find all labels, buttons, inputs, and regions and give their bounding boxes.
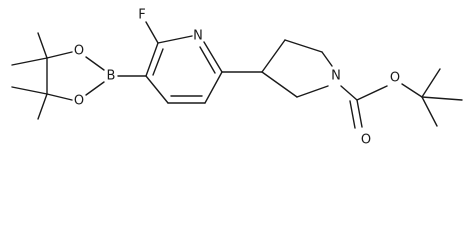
dioxaborolane-oxygen-bottom-label: O [74, 94, 84, 109]
pyridine-nitrogen-label: N [193, 29, 203, 44]
pyrrolidine-ring [261, 39, 333, 98]
chemical-structure-diagram: F N B O O N O O [11, 8, 463, 148]
dioxaborolane-ring [46, 51, 105, 101]
ester-oxygen-label: O [390, 71, 400, 86]
boc-group [340, 68, 463, 129]
fluorine-atom-label: F [138, 8, 145, 23]
carbonyl-oxygen-label: O [361, 133, 371, 148]
boron-atom-label: B [107, 69, 116, 84]
molecule-drawing: F N B O O N O O [11, 8, 463, 148]
dioxaborolane-oxygen-top-label: O [74, 44, 84, 59]
pyridine-ring [145, 35, 223, 104]
c-f-bond [145, 21, 159, 44]
pyrrolidine-nitrogen-label: N [331, 69, 341, 84]
tetramethyl-groups [11, 32, 48, 120]
